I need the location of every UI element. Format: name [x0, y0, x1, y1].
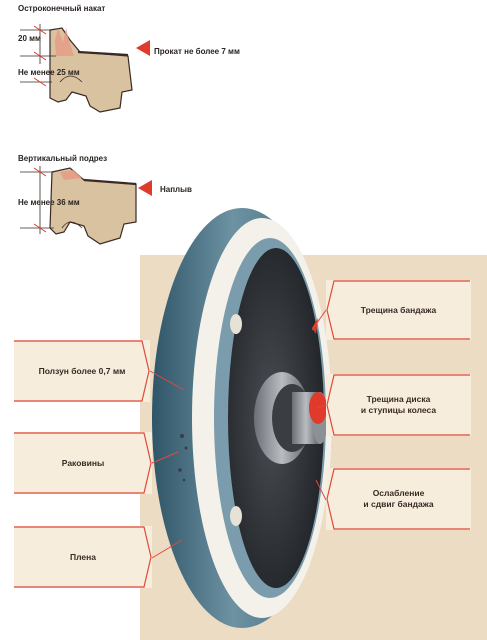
disc-hole: [230, 506, 242, 526]
profile-middle-marker-label: Наплыв: [160, 185, 192, 194]
callout-disc-crack-line2: и ступицы колеса: [360, 405, 437, 415]
profile-top-marker-label: Прокат не более 7 мм: [154, 47, 240, 56]
callout-cavities: Раковины: [14, 432, 152, 494]
wear-marker-icon: [136, 40, 150, 56]
callout-scale: Плена: [14, 526, 152, 588]
callout-tire-crack: Трещина бандажа: [326, 280, 471, 340]
callout-tire-crack-line1: Трещина бандажа: [360, 304, 437, 315]
rail-profiles: [20, 24, 152, 245]
callout-slide-flat-label: Ползун более 0,7 мм: [38, 365, 126, 376]
callout-disc-crack-line1: Трещина диска: [366, 394, 431, 405]
overflow-marker-icon: [138, 180, 152, 196]
callout-tire-loosening-line2: и сдвиг бандажа: [363, 499, 434, 509]
callout-scale-label: Плена: [70, 551, 96, 562]
profile-top-dim-top: 20 мм: [18, 34, 41, 43]
profile-top-dim-bottom: Не менее 25 мм: [18, 68, 80, 77]
callout-cavities-label: Раковины: [61, 457, 105, 468]
callout-tire-loosening: Ослабление и сдвиг бандажа: [326, 468, 471, 530]
profile-sharp-flange: [20, 24, 150, 113]
callout-slide-flat: Ползун более 0,7 мм: [14, 340, 150, 402]
profile-middle-dim: Не менее 36 мм: [18, 198, 80, 207]
profile-middle-title: Вертикальный подрез: [18, 154, 108, 163]
callout-disc-crack: Трещина диска и ступицы колеса: [326, 374, 471, 436]
profile-top-title: Остроконечный накат: [18, 4, 106, 13]
callout-tire-loosening-line1: Ослабление: [372, 488, 425, 499]
profile-vertical-undercut: [20, 166, 152, 245]
disc-hole: [230, 314, 242, 334]
